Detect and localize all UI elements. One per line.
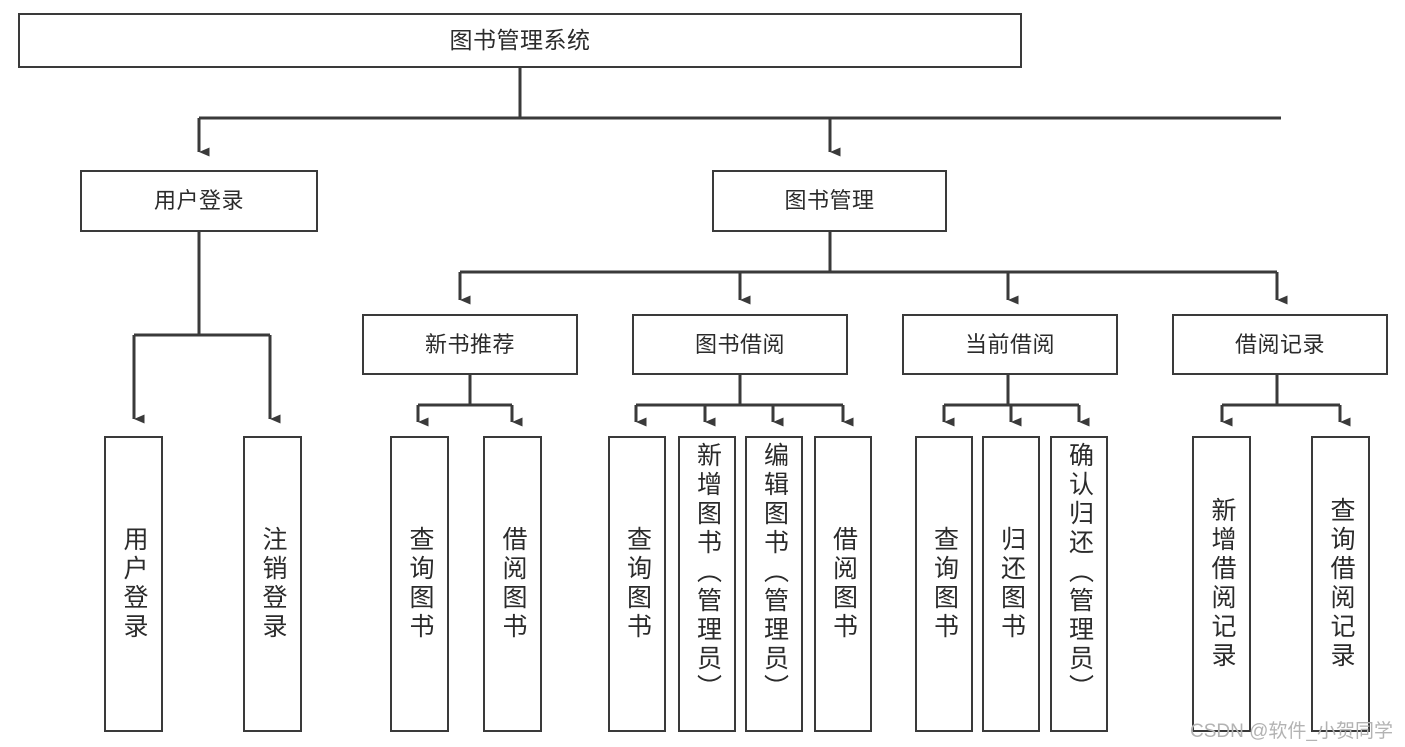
node-leaf-query-record-label: 查询借阅记录 [1327,497,1355,671]
node-leaf-borrow-book-1[interactable]: 借阅图书 [483,436,542,732]
node-leaf-return-book[interactable]: 归还图书 [982,436,1040,732]
node-leaf-borrow-book-2[interactable]: 借阅图书 [814,436,872,732]
node-current-borrow[interactable]: 当前借阅 [902,314,1118,375]
node-leaf-confirm-return[interactable]: 确认归还（管理员） [1050,436,1108,732]
node-leaf-add-record-label: 新增借阅记录 [1208,497,1236,671]
node-root-system[interactable]: 图书管理系统 [18,13,1022,68]
node-leaf-edit-book-label: 编辑图书（管理员） [760,442,789,703]
csdn-watermark: CSDN @软件_小贺同学 [1190,721,1393,742]
node-book-borrow-label: 图书借阅 [694,331,785,357]
node-leaf-add-record[interactable]: 新增借阅记录 [1192,436,1251,732]
node-user-login[interactable]: 用户登录 [80,170,318,232]
node-leaf-user-login[interactable]: 用户登录 [104,436,163,732]
node-leaf-query-record[interactable]: 查询借阅记录 [1311,436,1370,732]
node-borrow-record[interactable]: 借阅记录 [1172,314,1388,375]
node-new-book-recommend[interactable]: 新书推荐 [362,314,578,375]
node-book-manage[interactable]: 图书管理 [712,170,947,232]
node-leaf-borrow-book-1-label: 借阅图书 [499,526,527,642]
node-leaf-query-book-1-label: 查询图书 [406,526,434,642]
node-current-borrow-label: 当前借阅 [964,331,1055,357]
node-root-label: 图书管理系统 [449,26,591,53]
node-leaf-query-book-2-label: 查询图书 [623,526,652,642]
node-leaf-query-book-3[interactable]: 查询图书 [915,436,973,732]
node-leaf-query-book-3-label: 查询图书 [930,526,959,642]
node-leaf-query-book-2[interactable]: 查询图书 [608,436,666,732]
node-leaf-return-book-label: 归还图书 [997,526,1026,642]
node-user-login-label: 用户登录 [153,188,244,214]
node-borrow-record-label: 借阅记录 [1234,331,1325,357]
node-book-manage-label: 图书管理 [784,188,875,214]
node-leaf-logout[interactable]: 注销登录 [243,436,302,732]
node-leaf-query-book-1[interactable]: 查询图书 [390,436,449,732]
node-leaf-logout-label: 注销登录 [259,526,287,642]
node-leaf-borrow-book-2-label: 借阅图书 [829,526,858,642]
node-new-book-recommend-label: 新书推荐 [424,331,515,357]
node-leaf-add-book[interactable]: 新增图书（管理员） [678,436,736,732]
node-leaf-confirm-return-label: 确认归还（管理员） [1065,442,1094,703]
node-book-borrow[interactable]: 图书借阅 [632,314,848,375]
node-leaf-edit-book[interactable]: 编辑图书（管理员） [745,436,803,732]
node-leaf-user-login-label: 用户登录 [120,526,148,642]
node-leaf-add-book-label: 新增图书（管理员） [693,442,722,703]
